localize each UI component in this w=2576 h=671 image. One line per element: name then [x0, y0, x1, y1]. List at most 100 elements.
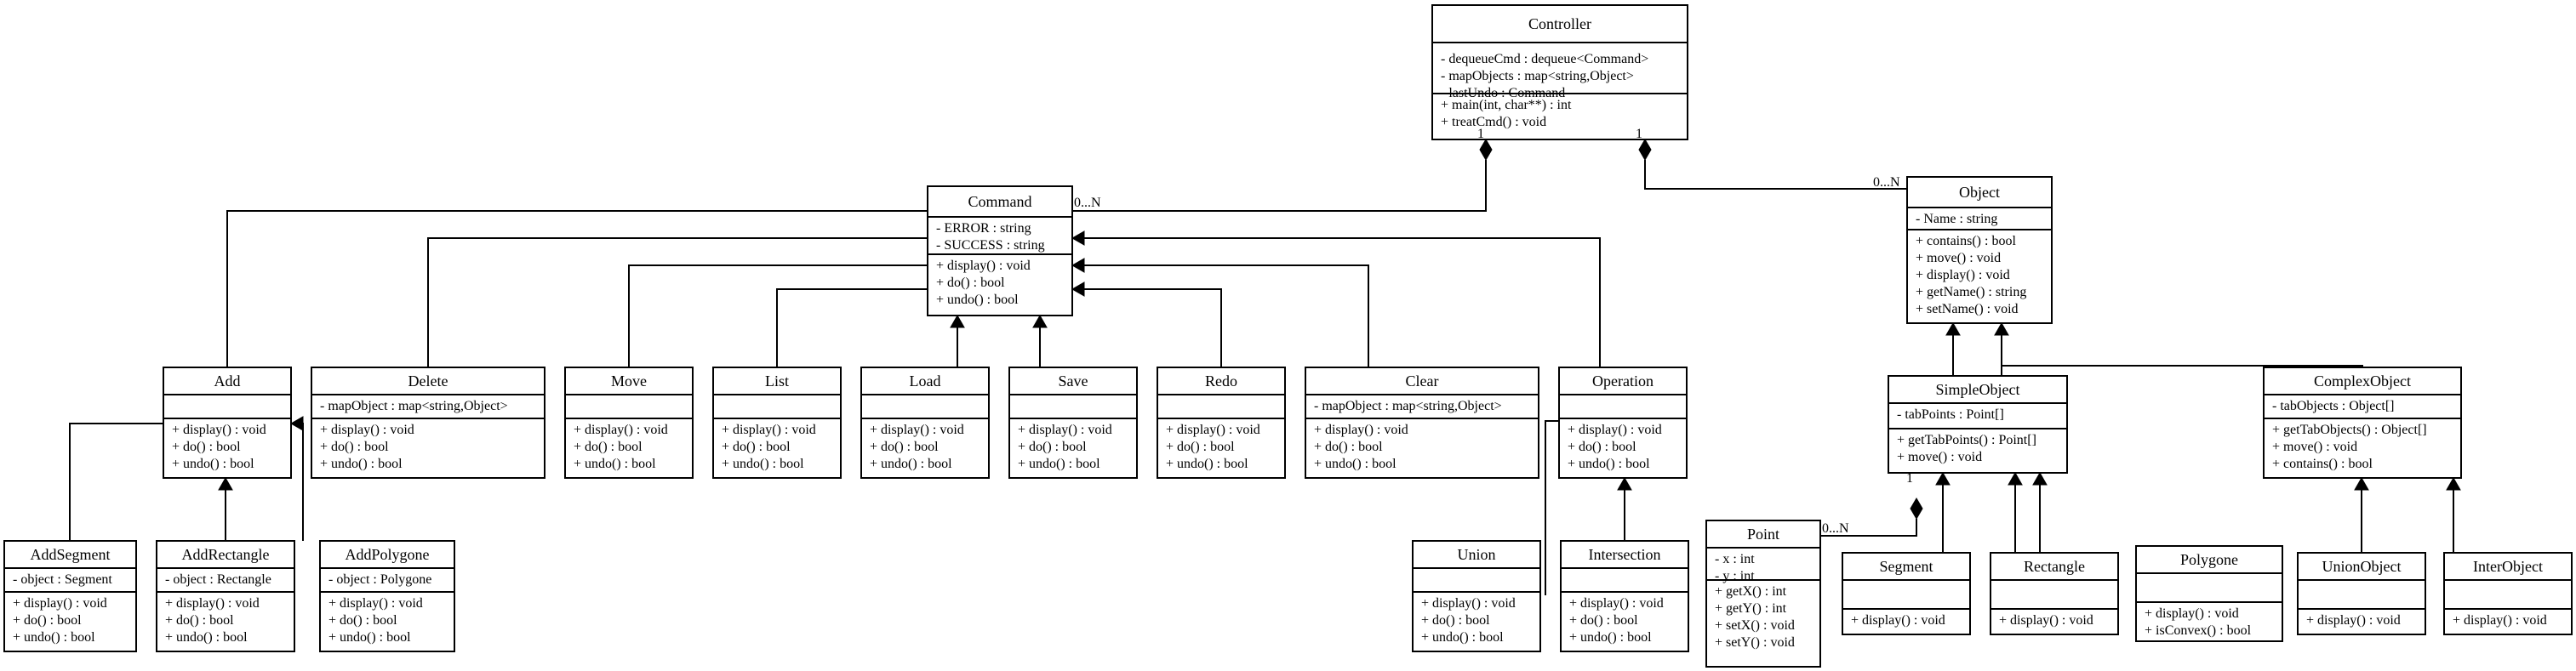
class-attribute: - object : Segment	[13, 572, 112, 587]
class-method: + move() : void	[2272, 440, 2357, 454]
class-complex-object: ComplexObject- tabObjects : Object[]+ ge…	[2263, 367, 2462, 479]
class-box	[1558, 367, 1688, 479]
multiplicity-simpleobject-one: 1	[1906, 471, 1913, 486]
class-attribute: - y : int	[1715, 569, 1755, 583]
class-box	[712, 367, 842, 479]
class-name: Move	[611, 372, 647, 390]
class-method: + getX() : int	[1715, 584, 1787, 599]
class-point: Point- x : int- y : int+ getX() : int+ g…	[1705, 520, 1821, 668]
class-box	[1560, 540, 1689, 652]
class-name: AddPolygone	[346, 546, 430, 563]
class-method: + main(int, char**) : int	[1441, 98, 1572, 112]
class-method: + undo() : bool	[722, 457, 804, 471]
composition-diamond	[1910, 498, 1923, 520]
class-boxes: Controller - dequeueCmd : dequeue<Command…	[3, 4, 2573, 668]
generalization-arrowhead	[1945, 321, 1961, 336]
class-method: + undo() : bool	[1568, 457, 1650, 471]
class-method: + undo() : bool	[320, 457, 403, 471]
generalization-arrowhead	[218, 476, 233, 491]
class-method: + do() : bool	[574, 440, 643, 454]
class-method: + undo() : bool	[1314, 457, 1397, 471]
class-method: + setX() : void	[1715, 618, 1795, 633]
class-method: + undo() : bool	[574, 457, 656, 471]
multiplicity-command-many: 0...N	[1074, 196, 1101, 210]
class-box	[1888, 375, 2068, 474]
class-segment: Segment+ display() : void	[1842, 552, 1971, 635]
class-add: Add+ display() : void+ do() : bool+ undo…	[163, 367, 292, 479]
class-save: Save+ display() : void+ do() : bool+ und…	[1008, 367, 1138, 479]
class-box	[1990, 552, 2119, 635]
class-method: + display() : void	[1569, 596, 1664, 611]
class-name: Controller	[1528, 15, 1591, 32]
class-box	[927, 185, 1073, 316]
class-method: + undo() : bool	[1569, 630, 1652, 645]
class-method: + do() : bool	[1569, 613, 1638, 628]
generalization-arrowhead	[950, 314, 965, 328]
class-method: + display() : void	[328, 596, 423, 611]
class-name: List	[765, 372, 789, 390]
class-box	[319, 540, 455, 652]
class-method: + undo() : bool	[1421, 630, 1504, 645]
generalization-arrowhead	[2008, 471, 2023, 486]
class-box	[860, 367, 990, 479]
class-name: Operation	[1592, 372, 1654, 390]
edge-move-command	[628, 264, 928, 367]
class-method: + setName() : void	[1916, 302, 2019, 316]
class-method: + undo() : bool	[328, 630, 411, 645]
generalization-arrowhead	[1935, 471, 1951, 486]
class-name: Union	[1458, 546, 1496, 563]
multiplicity-controller-command-one: 1	[1477, 127, 1484, 141]
class-method: + undo() : bool	[165, 630, 248, 645]
class-method: + display() : void	[165, 596, 260, 611]
class-box	[1842, 552, 1971, 635]
multiplicity-object-many: 0...N	[1873, 175, 1900, 190]
class-method: + display() : void	[574, 423, 668, 437]
class-attribute: - mapObject : map<string,Object>	[320, 399, 508, 413]
class-name: SimpleObject	[1936, 381, 2020, 398]
class-box	[1305, 367, 1539, 479]
class-method: + undo() : bool	[1018, 457, 1100, 471]
class-name: ComplexObject	[2314, 372, 2411, 390]
class-box	[1157, 367, 1286, 479]
class-name: Intersection	[1589, 546, 1661, 563]
class-attribute: - SUCCESS : string	[936, 238, 1045, 253]
class-name: AddRectangle	[182, 546, 270, 563]
class-name: InterObject	[2473, 558, 2543, 575]
class-method: + display() : void	[870, 423, 964, 437]
multiplicity-point-many: 0...N	[1822, 521, 1849, 536]
class-name: Command	[968, 193, 1032, 210]
class-box	[2297, 552, 2426, 635]
generalization-arrowhead	[1071, 281, 1085, 297]
class-box	[1008, 367, 1138, 479]
class-method: + do() : bool	[13, 613, 82, 628]
class-operation: Operation+ display() : void+ do() : bool…	[1558, 367, 1688, 479]
class-union: Union+ display() : void+ do() : bool+ un…	[1412, 540, 1541, 652]
class-name: UnionObject	[2322, 558, 2402, 575]
class-attribute: - Name : string	[1916, 212, 1997, 226]
class-method: + getName() : string	[1916, 285, 2026, 299]
class-method: + display() : void	[936, 259, 1031, 273]
class-method: + setY() : void	[1715, 635, 1795, 650]
class-box	[1412, 540, 1541, 652]
class-method: + undo() : bool	[870, 457, 952, 471]
class-box	[156, 540, 295, 652]
class-method: + move() : void	[1916, 251, 2001, 265]
edge-simpleobject-point	[1820, 519, 1917, 537]
class-method: + display() : void	[1916, 268, 2010, 282]
class-method: + do() : bool	[1421, 613, 1490, 628]
generalization-arrowhead	[1071, 258, 1085, 273]
class-method: + isConvex() : bool	[2145, 623, 2252, 638]
class-method: + do() : bool	[1314, 440, 1383, 454]
composition-diamond	[1638, 139, 1652, 161]
class-attribute: - dequeueCmd : dequeue<Command>	[1441, 52, 1648, 66]
composition-diamond	[1479, 139, 1493, 161]
class-box	[2443, 552, 2573, 635]
class-method: + display() : void	[1851, 613, 1945, 628]
class-name: Point	[1747, 526, 1779, 543]
edge-complexobject-object	[2001, 323, 2363, 367]
class-method: + display() : void	[1999, 613, 2093, 628]
class-method: + undo() : bool	[936, 293, 1019, 307]
class-box	[2135, 545, 2283, 642]
class-clear: Clear- mapObject : map<string,Object>+ d…	[1305, 367, 1539, 479]
